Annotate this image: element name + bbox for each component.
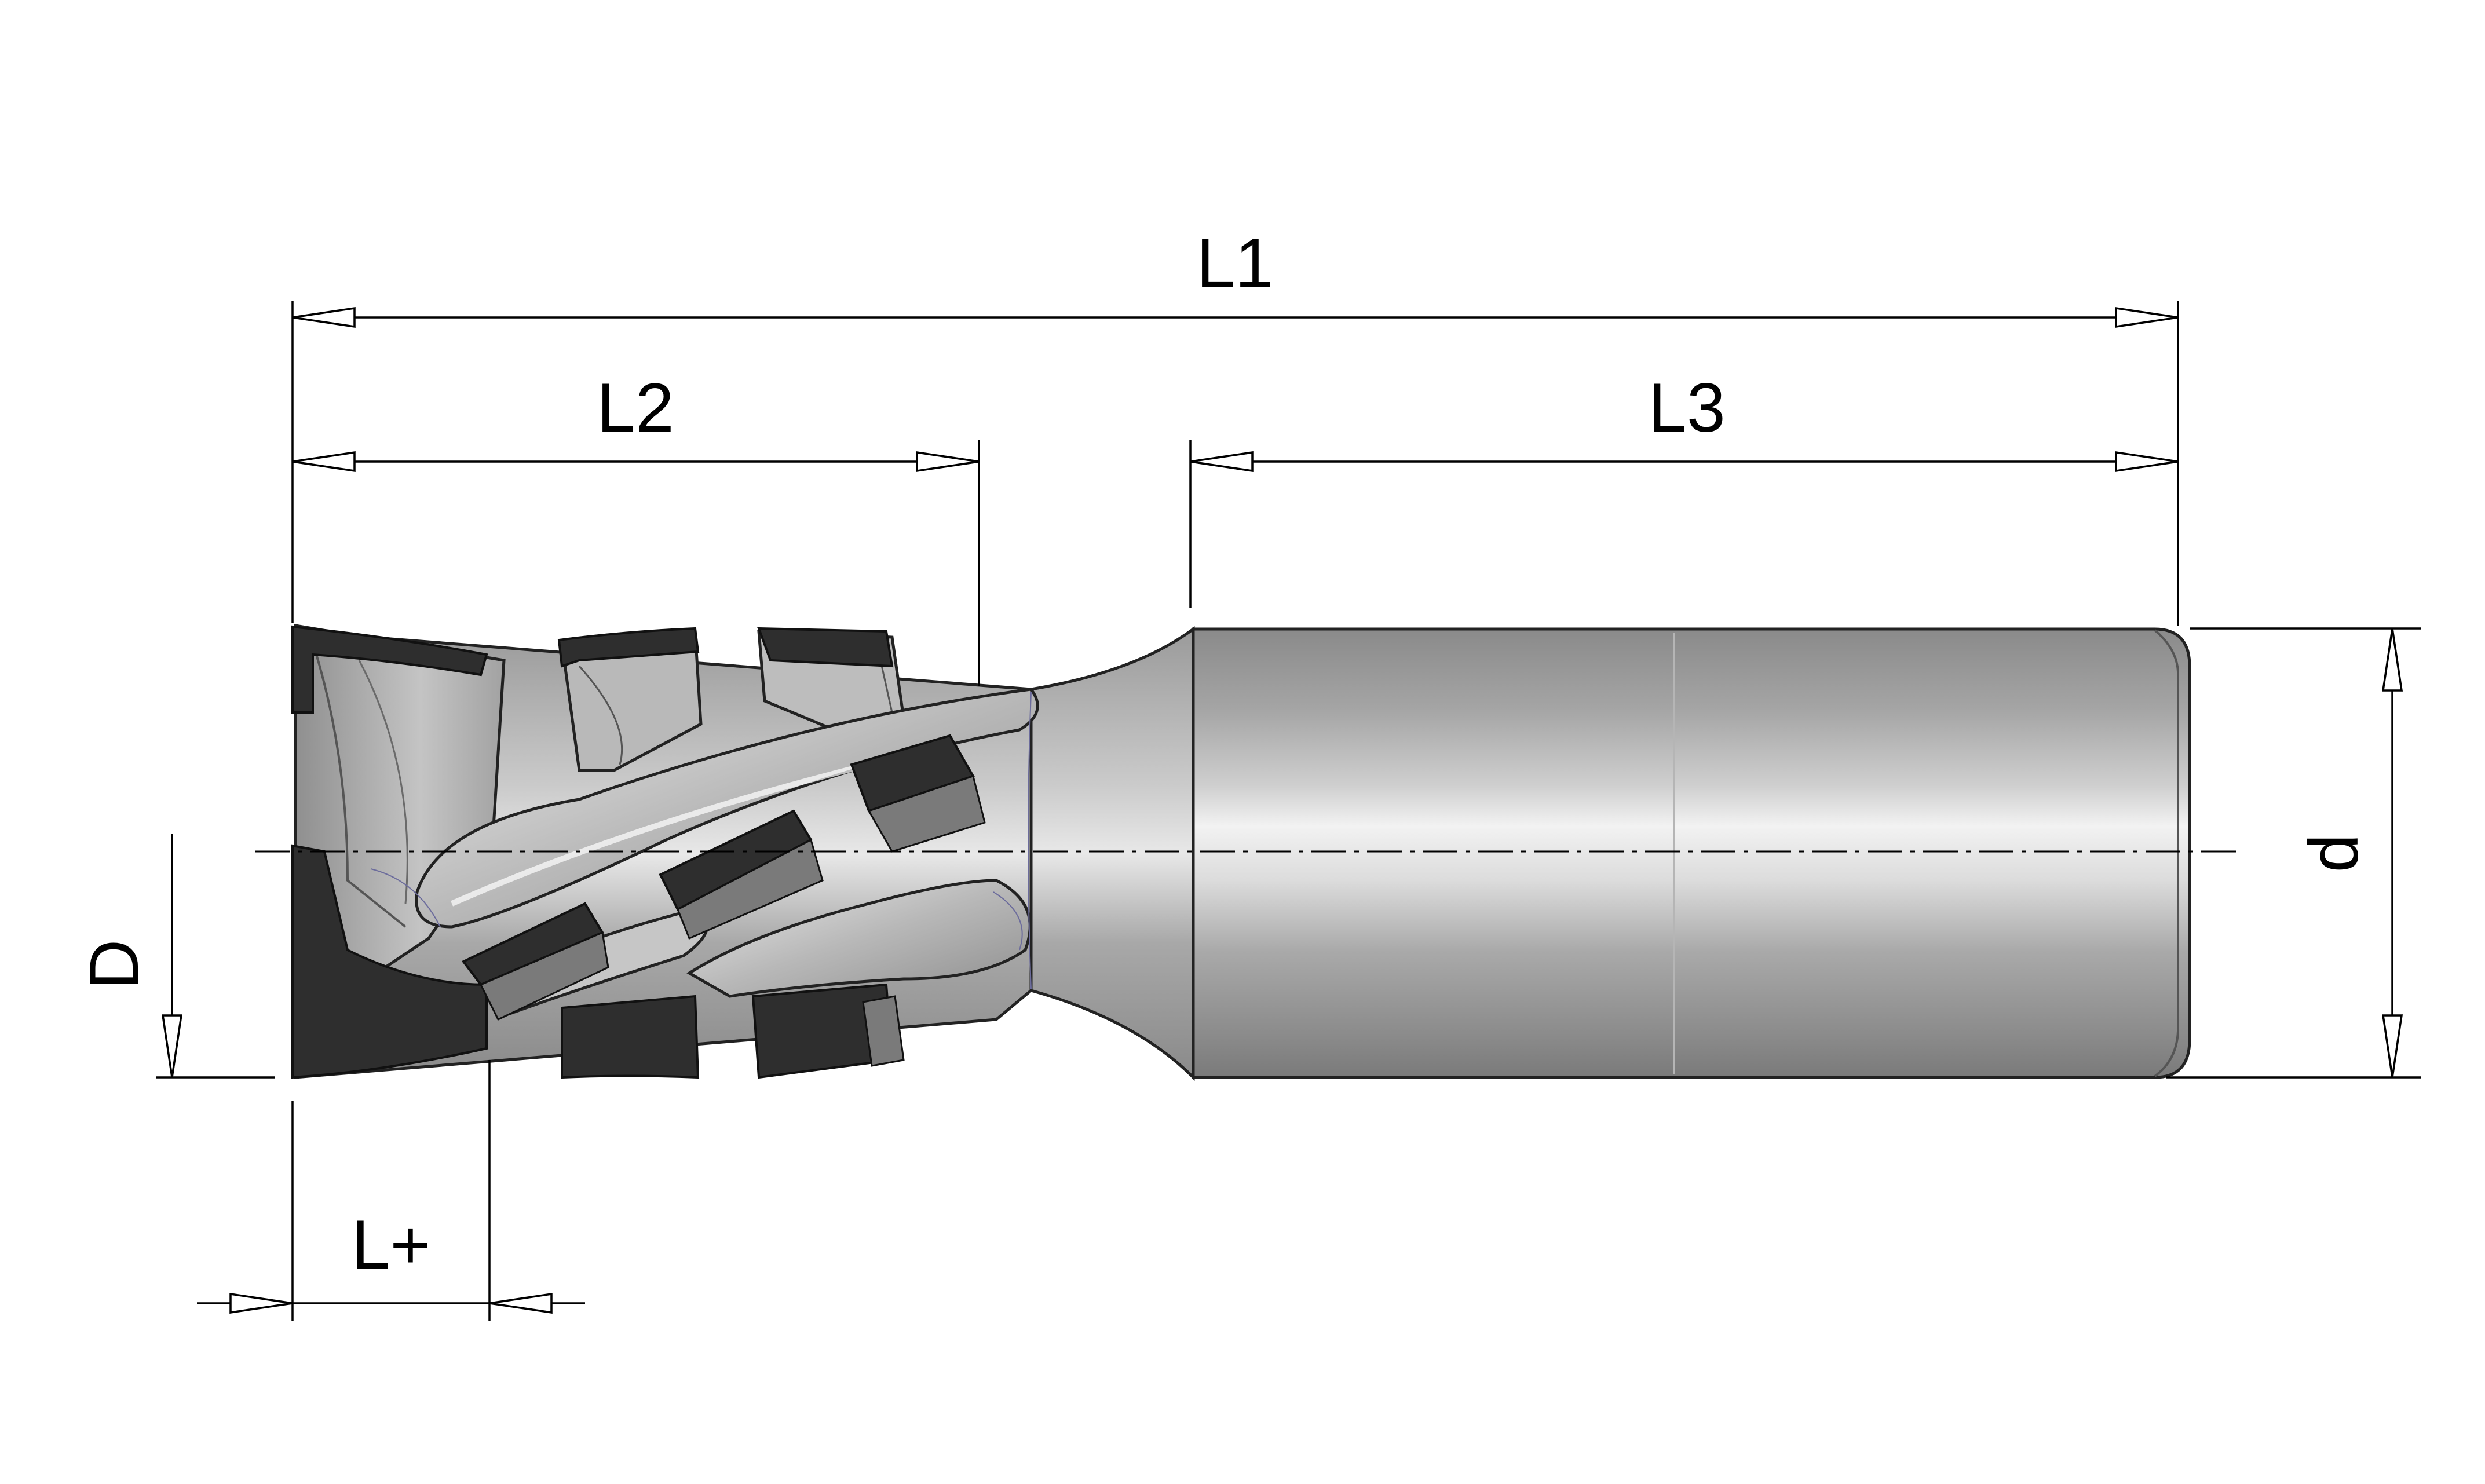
construction-arc-2 — [993, 891, 1023, 951]
insert-center-edge — [677, 838, 824, 940]
insert-mid-right-edge — [867, 775, 986, 853]
insert-bottom-front — [291, 844, 488, 1079]
insert-top-front — [291, 625, 488, 714]
insert-bottom-3-edge — [862, 995, 905, 1067]
label-L2: L2 — [597, 369, 674, 447]
arrow-L1-left — [292, 306, 356, 328]
insert-lower-left-edge — [479, 931, 609, 1021]
end-mill-tool — [291, 624, 2191, 1081]
front-face-flute — [312, 642, 407, 928]
tool-neck — [1029, 626, 1195, 1081]
dimension-L-plus: L+ — [197, 1206, 585, 1314]
arrow-L1-right — [2115, 306, 2179, 328]
dimension-L3: L3 — [1190, 369, 2179, 473]
tooth-upper-1-face — [578, 665, 623, 765]
label-d: d — [2295, 834, 2373, 873]
label-L3: L3 — [1648, 369, 1725, 447]
arrow-D-bottom — [161, 1014, 183, 1078]
dimension-L1: L1 — [292, 224, 2179, 328]
insert-top-2 — [557, 627, 700, 668]
dimension-L2: L2 — [292, 369, 980, 473]
insert-bottom-2 — [561, 995, 700, 1079]
arrow-L2-right — [916, 451, 980, 473]
dimension-d: d — [2295, 628, 2403, 1078]
arrow-L3-left — [1190, 451, 1254, 473]
arrow-d-top — [2381, 628, 2403, 692]
arrow-L3-right — [2115, 451, 2179, 473]
helical-flute-1 — [415, 688, 1039, 929]
extension-lines — [156, 301, 2421, 1321]
tool-shank — [1192, 627, 2191, 1079]
label-L1: L1 — [1196, 224, 1273, 302]
construction-arc-1 — [1028, 692, 1032, 990]
arrow-d-bottom — [2381, 1014, 2403, 1078]
arrow-L2-left — [292, 451, 356, 473]
dimension-D: D — [75, 834, 183, 1078]
front-face-flute-2 — [358, 660, 408, 904]
insert-top-3 — [757, 627, 894, 668]
label-D: D — [75, 940, 153, 990]
label-L-plus: L+ — [352, 1206, 431, 1284]
flute-highlight — [450, 762, 870, 907]
arrow-L-plus-right — [489, 1292, 553, 1314]
helical-flute-2 — [686, 879, 1032, 998]
construction-arc-3 — [370, 868, 441, 927]
arrow-L-plus-left — [229, 1292, 293, 1314]
